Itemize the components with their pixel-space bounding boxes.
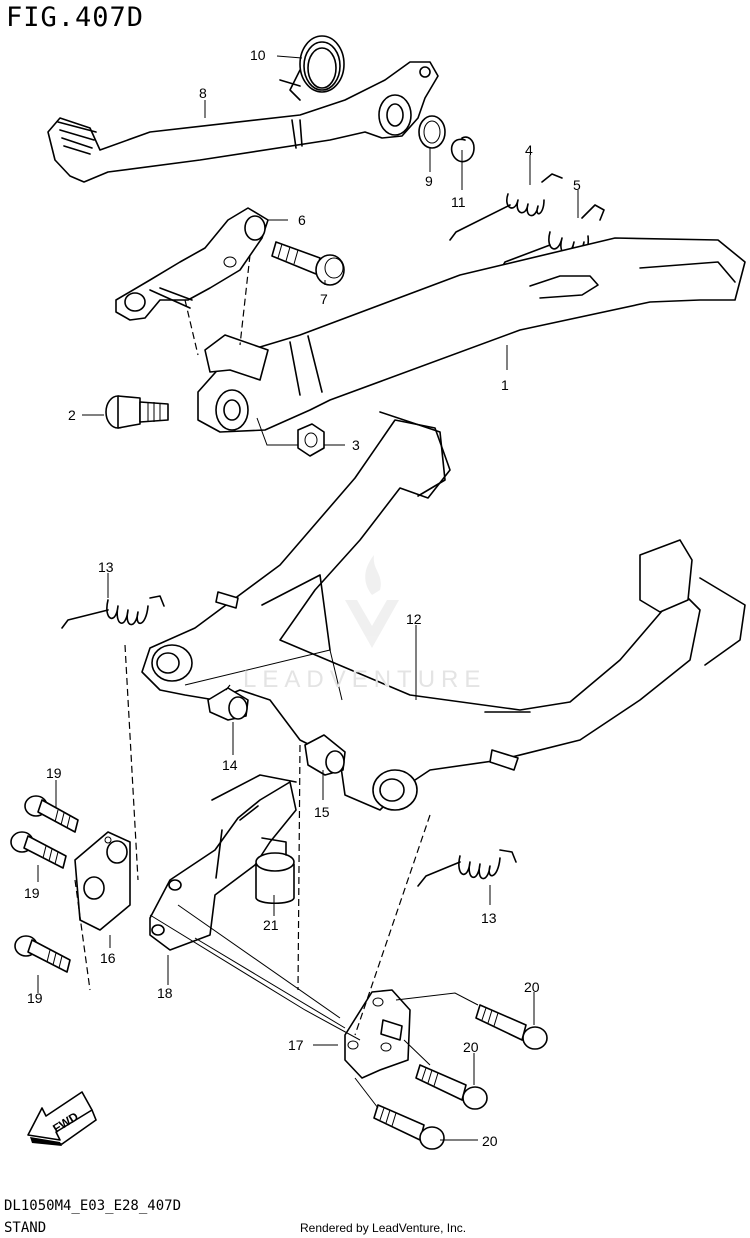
watermark-text: LEADVENTURE — [243, 666, 487, 693]
callout-19-bottom: 19 — [27, 990, 43, 1006]
part-nut[interactable] — [297, 423, 325, 457]
callout-13-top: 13 — [98, 559, 114, 575]
callout-20-mid: 20 — [463, 1039, 479, 1055]
part-bushing[interactable] — [304, 734, 346, 776]
fwd-arrow-icon: FWD — [27, 1091, 97, 1146]
part-bracket[interactable] — [115, 207, 269, 321]
diagram-code: DL1050M4_E03_E28_407D — [4, 1198, 182, 1214]
part-center-stand[interactable] — [141, 411, 746, 811]
callout-14: 14 — [222, 757, 238, 773]
part-bolt-19-mid[interactable] — [10, 831, 67, 869]
part-bolt-19-bottom[interactable] — [14, 935, 71, 973]
callout-16: 16 — [100, 950, 116, 966]
callout-12: 12 — [406, 611, 422, 627]
part-collar[interactable] — [207, 687, 249, 721]
part-bolt-20-bottom[interactable] — [373, 1104, 445, 1150]
part-circlip[interactable] — [450, 136, 475, 163]
callout-20-bottom: 20 — [482, 1133, 498, 1149]
part-bolt-20-top[interactable] — [475, 1004, 548, 1050]
assembly-guide-lines — [74, 254, 431, 1036]
callout-2: 2 — [68, 407, 76, 423]
part-return-spring[interactable] — [279, 35, 345, 101]
part-lower-plate[interactable] — [344, 989, 411, 1079]
callout-20-top: 20 — [524, 979, 540, 995]
callout-6: 6 — [298, 212, 306, 228]
render-credit: Rendered by LeadVenture, Inc. — [300, 1221, 467, 1235]
leadventure-logo-watermark — [345, 555, 399, 648]
part-bolt-flanged[interactable] — [271, 241, 345, 286]
part-brake-pedal[interactable] — [47, 61, 439, 183]
part-stand-spring-right[interactable] — [417, 849, 517, 887]
callout-18: 18 — [157, 985, 173, 1001]
callout-17: 17 — [288, 1037, 304, 1053]
part-side-stand[interactable] — [197, 237, 746, 433]
callout-7: 7 — [320, 291, 328, 307]
part-bolt-20-mid[interactable] — [415, 1064, 488, 1110]
callout-1: 1 — [501, 377, 509, 393]
callout-4: 4 — [525, 142, 533, 158]
part-rubber-stopper[interactable] — [255, 837, 295, 905]
section-name: STAND — [4, 1220, 47, 1236]
callout-19-top: 19 — [46, 765, 62, 781]
callout-13-right: 13 — [481, 910, 497, 926]
part-bolt-19-top[interactable] — [24, 795, 79, 833]
callout-8: 8 — [199, 85, 207, 101]
callout-21: 21 — [263, 917, 279, 933]
callout-15: 15 — [314, 804, 330, 820]
callout-3: 3 — [352, 437, 360, 453]
figure-title: FIG.407D — [6, 2, 145, 33]
part-stand-bracket[interactable] — [149, 774, 297, 951]
part-mount-plate[interactable] — [74, 831, 131, 931]
part-spring-small[interactable] — [449, 173, 563, 241]
callout-10: 10 — [250, 47, 266, 63]
part-pivot-bolt[interactable] — [105, 395, 169, 429]
callout-labels: 1 2 3 4 5 6 7 8 9 10 11 12 13 13 14 15 1… — [24, 47, 581, 1149]
callout-11: 11 — [451, 194, 466, 210]
leader-lines — [37, 55, 579, 1141]
part-stand-spring-left[interactable] — [61, 595, 165, 629]
callout-19-mid: 19 — [24, 885, 40, 901]
part-washer[interactable] — [418, 115, 446, 149]
callout-5: 5 — [573, 177, 581, 193]
callout-9: 9 — [425, 173, 433, 189]
